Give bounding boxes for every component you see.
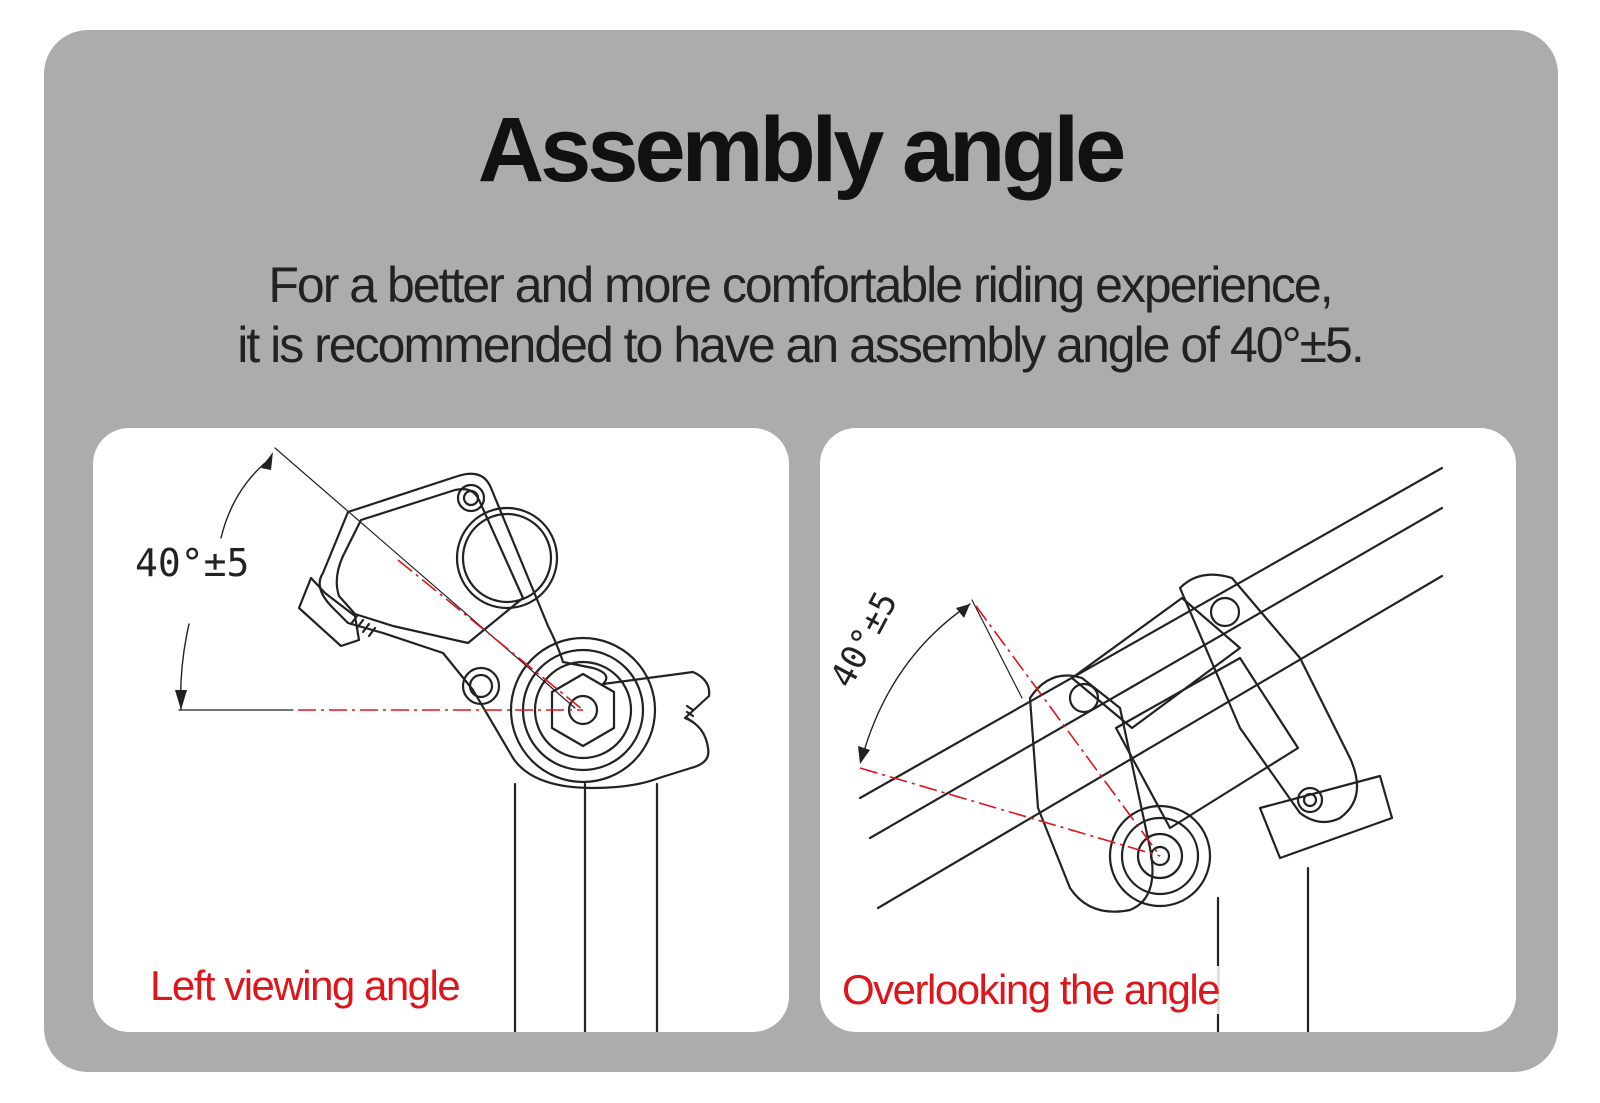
arrowhead <box>858 746 870 764</box>
right-clamp-arm <box>1178 573 1359 824</box>
clamp-bridge <box>1070 596 1242 730</box>
pivot-hole-inner <box>462 489 480 507</box>
faceplate-bolt-inner <box>1302 792 1318 808</box>
clamp-inner <box>335 488 525 645</box>
hex-nut <box>550 672 616 748</box>
clamp-body <box>318 472 711 790</box>
main-pivot-ring-2 <box>1136 832 1184 880</box>
pivot-center <box>1149 845 1171 867</box>
faceplate-bolt <box>1296 786 1324 814</box>
angled-centerline <box>975 605 1161 857</box>
pivot-hole <box>456 483 486 513</box>
thread-marks <box>349 614 377 638</box>
handlebar-edge-bottom <box>876 574 1444 910</box>
angle-extension-line <box>274 447 576 709</box>
arrowhead <box>261 452 273 470</box>
main-pivot-ring <box>1120 816 1200 896</box>
left-clamp-arm <box>1028 674 1154 913</box>
top-view-drawing: 40°±5 <box>823 466 1444 1032</box>
handlebar-edge-mid <box>868 506 1444 840</box>
faceplate <box>1258 774 1394 860</box>
left-view-drawing: 40°±5 <box>135 447 711 1032</box>
main-pivot-ring-2 <box>533 660 633 760</box>
arrowhead <box>175 690 187 710</box>
angle-arc <box>861 603 971 759</box>
subtitle-line-2: it is recommended to have an assembly an… <box>237 317 1364 373</box>
pivot-pin-left <box>1068 682 1100 714</box>
main-pivot-outer <box>1108 804 1212 908</box>
bar-centerline <box>859 767 1161 857</box>
top-view-card: 40°±5 Overlooking the angle <box>820 428 1516 1032</box>
bolt-inner <box>468 673 494 699</box>
left-view-card: 40°±5 Left viewing angle <box>93 428 789 1032</box>
angle-extension-line <box>971 599 1023 699</box>
page-title: Assembly angle <box>477 99 1127 201</box>
thread-marks-right <box>685 704 695 724</box>
pivot-pin-right <box>1209 596 1241 628</box>
left-angle-label: 40°±5 <box>135 541 249 585</box>
right-caption: Overlooking the angle <box>842 966 1221 1014</box>
page-subtitle: For a better and more comfortable riding… <box>0 255 1600 375</box>
handlebar-edge-top <box>858 466 1444 800</box>
angle-arc-top <box>220 457 272 539</box>
lever <box>297 576 361 648</box>
bar-clamp-circle <box>455 506 559 610</box>
subtitle-line-1: For a better and more comfortable riding… <box>268 257 1333 313</box>
right-angle-label: 40°±5 <box>823 585 906 694</box>
clamp-center-block <box>1114 656 1300 830</box>
bar-clamp-inner <box>461 512 553 604</box>
bolt-outer <box>461 666 501 706</box>
angled-centerline <box>397 559 584 711</box>
main-pivot-outer <box>509 636 657 784</box>
left-caption: Left viewing angle <box>150 962 461 1010</box>
arrowhead <box>956 604 970 618</box>
